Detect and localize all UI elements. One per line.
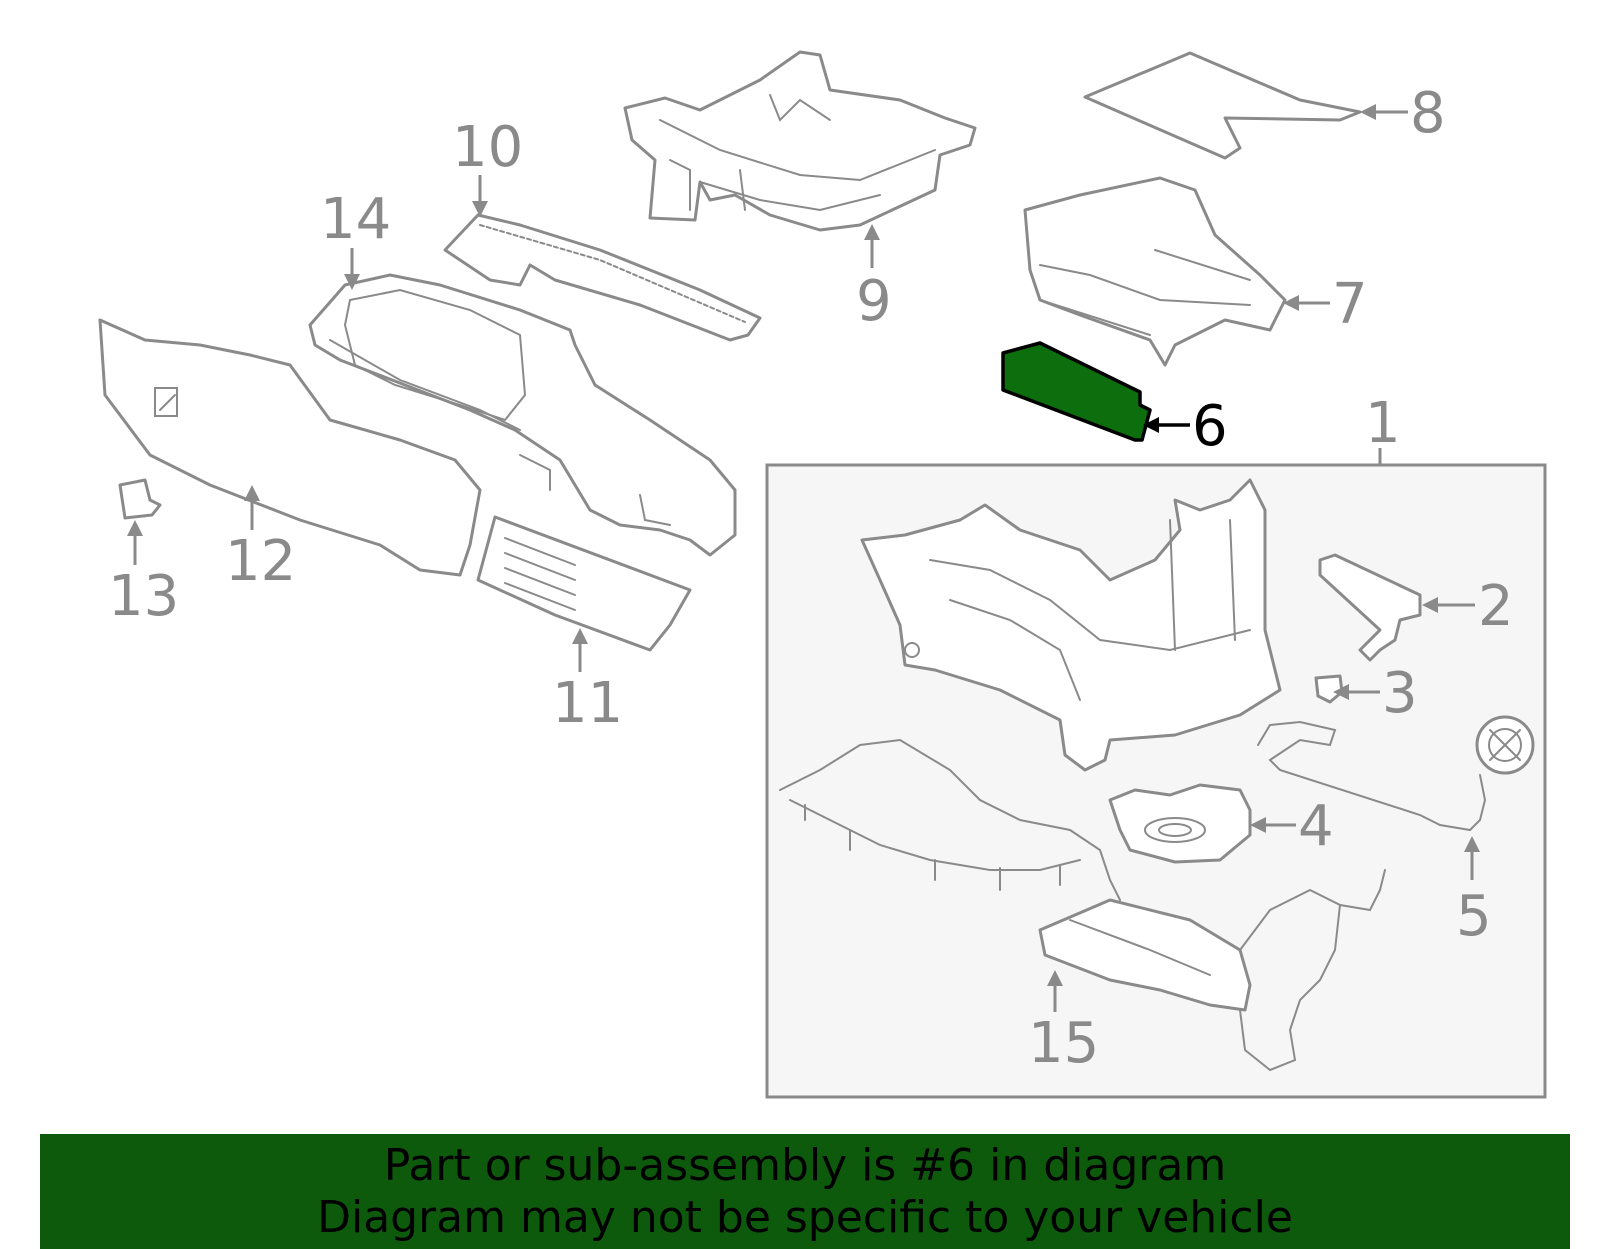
part-7-storage-box xyxy=(1023,176,1287,367)
part-11-grille-panel xyxy=(476,515,692,652)
part-4-bracket xyxy=(1108,783,1252,864)
callout-8-label: 8 xyxy=(1410,81,1446,146)
callout-11: 11 xyxy=(552,628,623,736)
callout-12: 12 xyxy=(225,485,296,594)
banner-line-1: Part or sub-assembly is #6 in diagram xyxy=(383,1140,1227,1191)
callout-11-label: 11 xyxy=(552,671,623,736)
callout-5: 5 xyxy=(1456,836,1492,949)
callout-10: 10 xyxy=(452,115,523,217)
callout-10-label: 10 xyxy=(452,115,523,180)
callout-3-label: 3 xyxy=(1382,661,1418,726)
part-9-bin xyxy=(623,50,977,232)
callout-4: 4 xyxy=(1250,794,1334,859)
part-2-rod xyxy=(1318,553,1422,662)
callout-3: 3 xyxy=(1333,661,1418,726)
callout-13: 13 xyxy=(108,520,179,629)
callout-2-label: 2 xyxy=(1478,574,1514,639)
part-8-mat xyxy=(1083,51,1362,160)
part-13-clip xyxy=(118,478,162,520)
callout-8: 8 xyxy=(1360,81,1446,146)
callout-13-label: 13 xyxy=(108,564,179,629)
callout-14-label: 14 xyxy=(320,187,391,252)
callout-12-label: 12 xyxy=(225,529,296,594)
info-banner: Part or sub-assembly is #6 in diagram Di… xyxy=(40,1134,1570,1249)
callout-6-label: 6 xyxy=(1192,394,1228,459)
part-12-side-panel xyxy=(98,318,482,577)
callout-5-label: 5 xyxy=(1456,884,1492,949)
callout-9-label: 9 xyxy=(856,269,892,334)
part-6-highlighted-pad xyxy=(1001,341,1152,442)
part-1-frame xyxy=(860,478,1282,772)
callout-1: 1 xyxy=(1365,391,1401,465)
callout-7-label: 7 xyxy=(1332,272,1368,337)
part-15-harness xyxy=(779,738,1386,1072)
callout-14: 14 xyxy=(320,187,391,290)
callout-6: 6 xyxy=(1143,394,1228,459)
part-10-trim-strip xyxy=(443,213,762,342)
part-3-cap xyxy=(1314,674,1344,704)
part-14-console-frame xyxy=(308,273,737,557)
callout-15: 15 xyxy=(1028,970,1099,1076)
callout-7: 7 xyxy=(1283,272,1368,337)
part-5-cable xyxy=(1257,715,1535,832)
callout-2: 2 xyxy=(1422,574,1514,639)
callout-4-label: 4 xyxy=(1298,794,1334,859)
banner-line-2: Diagram may not be specific to your vehi… xyxy=(317,1192,1293,1243)
callout-9: 9 xyxy=(856,224,892,334)
callout-1-label: 1 xyxy=(1365,391,1401,456)
callout-15-label: 15 xyxy=(1028,1011,1099,1076)
